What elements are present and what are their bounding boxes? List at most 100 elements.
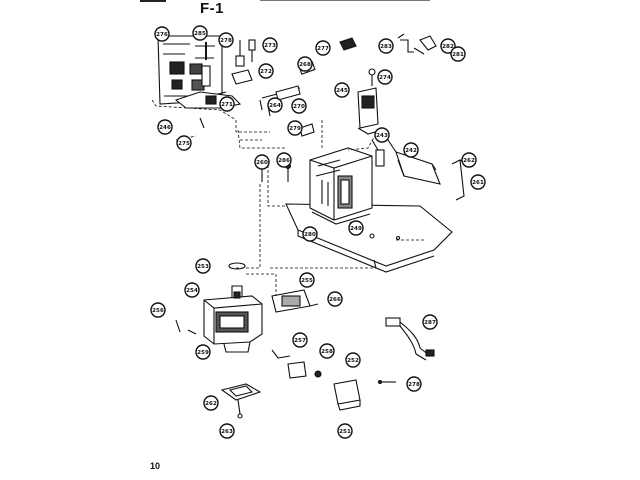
screw-right xyxy=(377,379,396,385)
magnetron-gasket xyxy=(220,383,262,419)
part-callout: 286 xyxy=(276,152,292,168)
part-callout: 285 xyxy=(192,25,208,41)
part-callout: 275 xyxy=(176,135,192,151)
callout-circle xyxy=(440,38,456,54)
part-callout: 255 xyxy=(299,272,315,288)
callout-circle xyxy=(461,152,477,168)
part-callout: 260 xyxy=(254,154,270,170)
callout-number: 253 xyxy=(197,264,209,270)
part-callout: 270 xyxy=(291,98,307,114)
top-clips xyxy=(339,33,437,55)
callout-number: 266 xyxy=(329,297,341,303)
part-callout: 252 xyxy=(345,352,361,368)
callout-number: 272 xyxy=(260,69,272,75)
callout-circle xyxy=(334,82,350,98)
callout-number: 249 xyxy=(350,226,362,232)
page-number: 10 xyxy=(150,461,161,471)
part-callout: 249 xyxy=(348,220,364,236)
part-callout: 280 xyxy=(302,226,318,242)
callout-circle xyxy=(302,226,318,242)
callout-number: 255 xyxy=(301,278,313,284)
callout-circle xyxy=(403,142,419,158)
part-callout: 278 xyxy=(218,32,234,48)
callout-number: 276 xyxy=(156,32,168,38)
noise-filter-bracket xyxy=(357,68,383,135)
top-rule-left xyxy=(140,0,166,2)
callout-circle xyxy=(287,120,303,136)
callout-circle xyxy=(254,154,270,170)
callout-circle xyxy=(150,302,166,318)
part-callout: 283 xyxy=(378,38,394,54)
part-callout: 251 xyxy=(337,423,353,439)
callout-circle xyxy=(276,152,292,168)
callout-number: 285 xyxy=(194,31,206,37)
callout-circle xyxy=(219,96,235,112)
part-callout: 287 xyxy=(422,314,438,330)
part-callout: 257 xyxy=(292,332,308,348)
part-callout: 272 xyxy=(258,63,274,79)
callout-number: 275 xyxy=(178,141,190,147)
callout-number: 257 xyxy=(294,338,306,344)
part-callout: 243 xyxy=(374,127,390,143)
callout-number: 286 xyxy=(278,158,290,164)
callout-number: 252 xyxy=(347,358,359,364)
callout-circle xyxy=(348,220,364,236)
callout-circle xyxy=(470,174,486,190)
callout-circle xyxy=(176,135,192,151)
callout-number: 256 xyxy=(152,308,164,314)
callout-number: 273 xyxy=(264,43,276,49)
callout-circle xyxy=(292,332,308,348)
callout-number: 243 xyxy=(376,133,388,139)
part-callout: 262 xyxy=(203,395,219,411)
fuse-holder xyxy=(231,39,256,85)
callout-circle xyxy=(378,38,394,54)
callout-circle xyxy=(299,272,315,288)
callout-circle xyxy=(291,98,307,114)
callout-circle xyxy=(203,395,219,411)
callout-number: 282 xyxy=(442,44,454,50)
callout-number: 258 xyxy=(321,349,333,355)
callout-circle xyxy=(422,314,438,330)
callout-number: 251 xyxy=(339,429,351,435)
part-callout: 262 xyxy=(461,152,477,168)
callout-number: 277 xyxy=(317,46,329,52)
callout-number: 281 xyxy=(452,52,464,58)
part-callout: 282 xyxy=(440,38,456,54)
part-callout: 279 xyxy=(287,120,303,136)
callout-circle xyxy=(319,343,335,359)
callout-number: 274 xyxy=(379,75,391,81)
callout-number: 283 xyxy=(380,44,392,50)
dashed-leaders xyxy=(151,99,424,296)
callout-number: 279 xyxy=(289,126,301,132)
part-callout: 268 xyxy=(297,56,313,72)
callout-circle xyxy=(377,69,393,85)
callout-circle xyxy=(262,37,278,53)
callout-number: 271 xyxy=(221,102,233,108)
callout-circle xyxy=(258,63,274,79)
callout-circle xyxy=(337,423,353,439)
callout-number: 268 xyxy=(299,62,311,68)
callout-number: 246 xyxy=(159,125,171,131)
part-callout: 278 xyxy=(406,376,422,392)
wire-harness xyxy=(385,317,435,361)
callout-circle xyxy=(218,32,234,48)
part-callout: 253 xyxy=(195,258,211,274)
callout-circle xyxy=(450,46,466,62)
callout-circle xyxy=(219,423,235,439)
callout-number: 259 xyxy=(197,350,209,356)
callout-circle xyxy=(315,40,331,56)
part-callout: 242 xyxy=(403,142,419,158)
high-voltage-capacitor xyxy=(371,133,441,185)
figure-title: F-1 xyxy=(200,0,224,17)
callout-circle xyxy=(345,352,361,368)
callout-circle xyxy=(195,344,211,360)
top-rule-right xyxy=(260,0,430,1)
part-callout: 264 xyxy=(267,97,283,113)
callout-circle xyxy=(297,56,313,72)
callout-circle xyxy=(157,119,173,135)
callout-number: 262 xyxy=(205,401,217,407)
magnetron-thermal-cutout xyxy=(271,289,319,313)
part-callout: 261 xyxy=(470,174,486,190)
part-callout: 281 xyxy=(450,46,466,62)
